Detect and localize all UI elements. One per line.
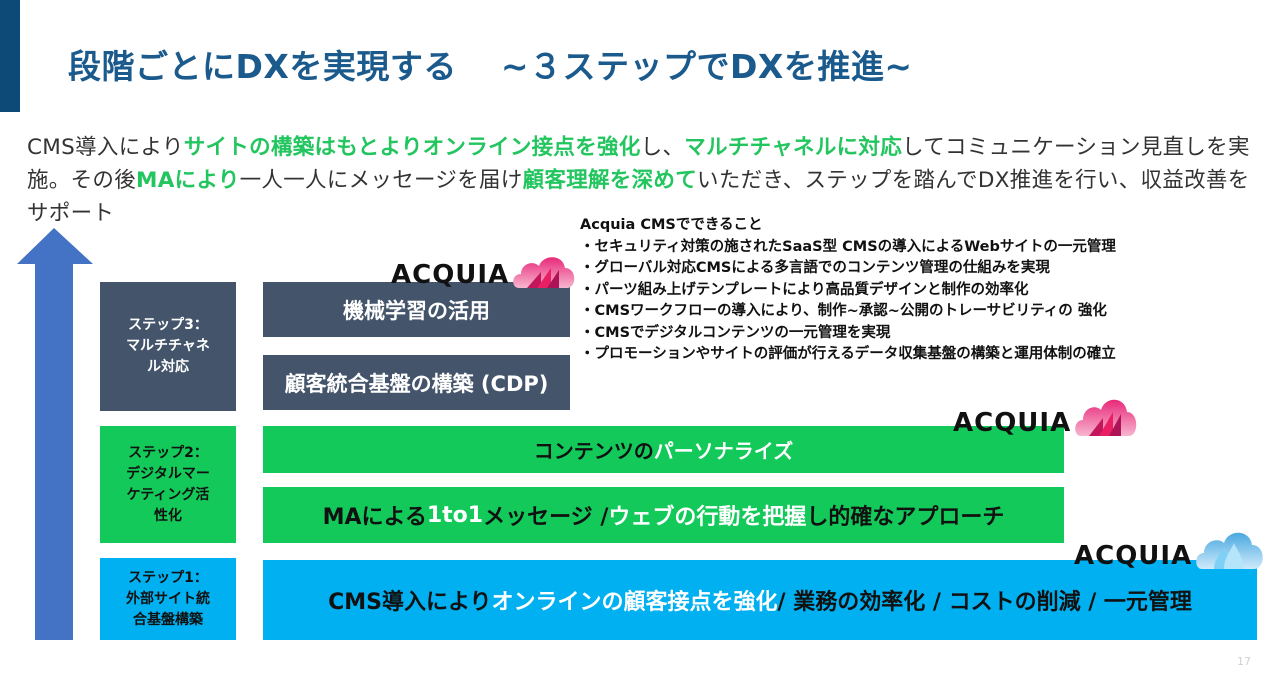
page-number: 17: [1237, 655, 1251, 668]
step1-line: ステップ1：: [128, 569, 208, 586]
feature-item: ・セキュリティ対策の施されたSaaS型 CMSの導入によるWebサイトの一元管理: [580, 238, 1116, 255]
step1-line: 外部サイト統: [126, 590, 210, 607]
features-list: Acquia CMSでできること ・セキュリティ対策の施されたSaaS型 CMS…: [580, 215, 1116, 366]
bar-text-white: オンラインの顧客接点を強化: [491, 590, 778, 615]
bar-text: コンテンツの: [533, 439, 654, 463]
intro-seg: いただき、ステップを踏んでDX推進を行い、収益改善をサポート: [27, 168, 1250, 226]
intro-seg-highlight: サイトの構築はもとよりオンライン接点を強化: [183, 135, 641, 160]
personalize-bar: コンテンツのパーソナライズ: [263, 426, 1064, 473]
bar-text: 機械学習の活用: [343, 298, 490, 323]
step1-label-box: ステップ1： 外部サイト統 合基盤構築: [100, 558, 236, 640]
acquia-logo-pink: ACQUIA: [953, 392, 1139, 438]
bar-text-white: 1to1: [426, 502, 484, 528]
bar-text: 顧客統合基盤の構築 (CDP): [284, 371, 549, 396]
step3-line: マルチチャネ: [126, 338, 210, 354]
features-title: Acquia CMSでできること: [580, 217, 763, 233]
acquia-logo-pink: ACQUIA: [391, 250, 577, 290]
intro-paragraph: CMS導入によりサイトの構築はもとよりオンライン接点を強化し、マルチチャネルに対…: [27, 131, 1267, 230]
step2-line: ケティング活: [126, 486, 210, 503]
up-arrow-icon: [17, 228, 93, 640]
cms-bar: CMS導入によりオンラインの顧客接点を強化 / 業務の効率化 / コストの削減 …: [263, 560, 1257, 640]
feature-item: ・CMSワークフローの導入により、制作~承認~公開のトレーサビリティの 強化: [580, 303, 1107, 319]
step3-line: ステップ3：: [128, 317, 208, 333]
step2-line: ステップ2：: [128, 444, 208, 461]
bar-text: メッセージ /: [483, 505, 609, 530]
feature-item: ・CMSでデジタルコンテンツの一元管理を実現: [580, 324, 891, 341]
feature-item: ・パーツ組み上げテンプレートにより高品質デザインと制作の効率化: [580, 281, 1029, 298]
step3-label-box: ステップ3： マルチチャネ ル対応: [100, 282, 236, 411]
intro-seg-highlight: MAにより: [136, 168, 240, 193]
page-title: 段階ごとにDXを実現する ~３ステップでDXを推進~: [68, 40, 912, 88]
bar-text: / 業務の効率化 / コストの削減 / 一元管理: [777, 590, 1192, 615]
acquia-wordmark: ACQUIA: [1074, 541, 1193, 571]
feature-item: ・グローバル対応CMSによる多言語でのコンテンツ管理の仕組みを実現: [580, 260, 1050, 276]
intro-seg-highlight: マルチチャネルに対応: [684, 135, 903, 160]
intro-seg: 一人一人にメッセージを届け: [239, 168, 523, 193]
feature-item: ・プロモーションやサイトの評価が行えるデータ収集基盤の構築と運用体制の確立: [580, 346, 1116, 362]
pink-cloud-icon: [513, 257, 575, 288]
step2-line: 性化: [153, 507, 182, 524]
title-main: 段階ごとにDXを実現する: [68, 47, 457, 86]
acquia-logo-blue: ACQUIA: [1074, 527, 1266, 571]
bar-text: し的確なアプローチ: [806, 505, 1005, 530]
acquia-wordmark: ACQUIA: [953, 408, 1072, 438]
step2-label-box: ステップ2： デジタルマー ケティング活 性化: [100, 426, 236, 543]
step1-line: 合基盤構築: [133, 611, 203, 628]
bar-text: MAによる: [322, 505, 427, 530]
intro-seg: してコミュニケーション見直しを実施。その後: [27, 135, 1250, 193]
cdp-bar: 顧客統合基盤の構築 (CDP): [263, 355, 570, 410]
bar-text-white: ウェブの行動を把握: [608, 505, 807, 530]
title-sub: ~３ステップでDXを推進~: [500, 47, 913, 86]
blue-cloud-icon: [1196, 532, 1263, 569]
bar-text: CMS導入により: [328, 590, 492, 615]
intro-seg: し、: [640, 135, 685, 160]
step3-line: ル対応: [147, 359, 189, 375]
bar-text-white: パーソナライズ: [653, 439, 794, 463]
acquia-wordmark: ACQUIA: [391, 260, 510, 290]
intro-seg: CMS導入により: [27, 135, 184, 160]
intro-seg-highlight: 顧客理解を深めて: [522, 168, 698, 193]
step2-line: デジタルマー: [126, 465, 210, 482]
header-accent-bar: [0, 0, 20, 112]
machine-learning-bar: 機械学習の活用: [263, 282, 570, 337]
pink-cloud-icon: [1075, 399, 1137, 436]
